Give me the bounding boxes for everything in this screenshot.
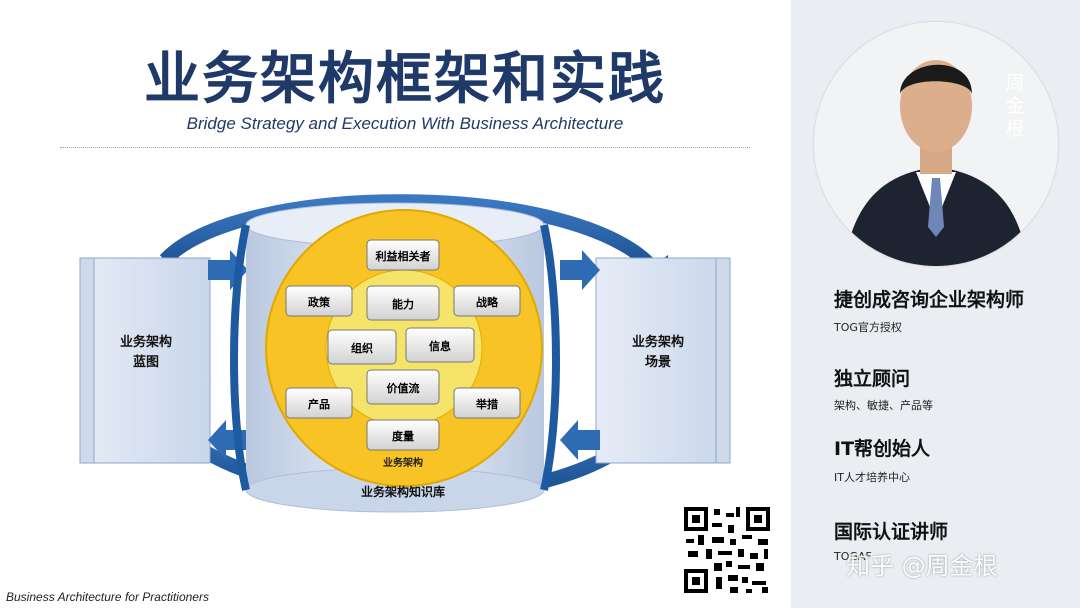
box-capability: 能力 bbox=[366, 285, 440, 321]
profile-photo bbox=[814, 22, 1058, 266]
svg-text:能力: 能力 bbox=[392, 297, 414, 311]
svg-text:度量: 度量 bbox=[392, 429, 414, 443]
svg-text:价值流: 价值流 bbox=[387, 381, 420, 395]
left-panel-label-line1: 业务架构 bbox=[120, 334, 172, 350]
box-stakeholders: 利益相关者 bbox=[366, 239, 440, 271]
business-architecture-diagram: 业务架构 蓝图 业务架构 场景 bbox=[70, 180, 750, 520]
left-panel bbox=[79, 257, 211, 464]
box-organization: 组织 bbox=[327, 329, 397, 365]
role-3-subtitle: IT人才培养中心 bbox=[834, 471, 910, 484]
outer-label: 业务架构知识库 bbox=[361, 484, 445, 499]
role-4-title: 国际认证讲师 bbox=[834, 521, 949, 543]
zhihu-watermark: 知乎 @周金根 bbox=[846, 552, 998, 580]
slide-subtitle: Bridge Strategy and Execution With Busin… bbox=[186, 114, 624, 133]
svg-text:利益相关者: 利益相关者 bbox=[376, 249, 431, 263]
qr-code-image bbox=[682, 505, 772, 595]
svg-text:产品: 产品 bbox=[308, 397, 330, 411]
left-panel-label-line2: 蓝图 bbox=[133, 354, 159, 370]
role-1-title: 捷创成咨询企业架构师 bbox=[834, 289, 1025, 311]
box-value-stream: 价值流 bbox=[366, 369, 440, 405]
right-panel-label-line2: 场景 bbox=[645, 355, 671, 370]
top-loop-arrow bbox=[159, 194, 661, 275]
role-2-title: 独立顾问 bbox=[834, 368, 911, 390]
svg-text:政策: 政策 bbox=[308, 295, 331, 309]
right-panel bbox=[595, 257, 731, 464]
svg-text:组织: 组织 bbox=[351, 341, 373, 355]
profile-name: 周金根 bbox=[1005, 72, 1025, 140]
box-policy: 政策 bbox=[285, 285, 353, 317]
right-bottom-block-arrow bbox=[560, 420, 600, 460]
box-measure: 度量 bbox=[366, 419, 440, 451]
inner-label: 业务架构 bbox=[383, 456, 423, 469]
title-divider bbox=[60, 147, 750, 148]
box-initiative: 举措 bbox=[453, 387, 521, 419]
hair bbox=[900, 64, 972, 94]
role-2-subtitle: 架构、敏捷、产品等 bbox=[834, 399, 933, 412]
right-panel-label-line1: 业务架构 bbox=[632, 334, 684, 350]
box-information: 信息 bbox=[405, 327, 475, 363]
box-product: 产品 bbox=[285, 387, 353, 419]
role-1-subtitle: TOG官方授权 bbox=[834, 321, 902, 334]
slide-title: 业务架构框架和实践 bbox=[144, 47, 666, 112]
right-top-block-arrow bbox=[560, 250, 600, 290]
svg-text:举措: 举措 bbox=[475, 397, 498, 411]
tie bbox=[928, 178, 944, 237]
svg-text:信息: 信息 bbox=[429, 339, 451, 353]
role-3-title: IT帮创始人 bbox=[834, 438, 931, 460]
box-strategy: 战略 bbox=[453, 285, 521, 317]
footer-text: Business Architecture for Practitioners bbox=[6, 590, 209, 604]
svg-text:战略: 战略 bbox=[476, 295, 499, 309]
role-4-subtitle: TOGAF bbox=[834, 550, 872, 563]
